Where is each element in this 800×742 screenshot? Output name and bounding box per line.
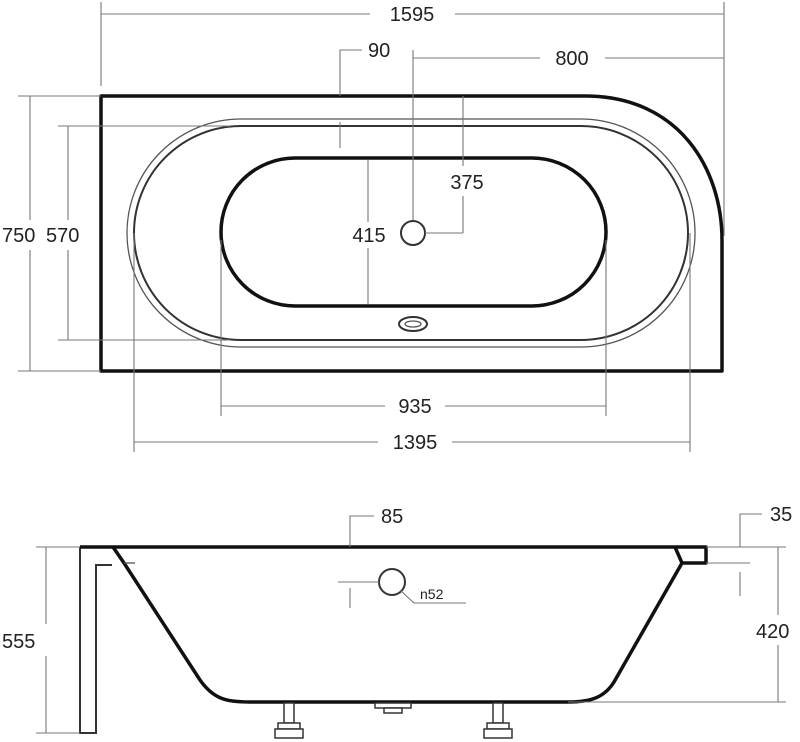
top-dimension-lines: [18, 2, 725, 452]
dim-inner-width: 570: [46, 225, 79, 247]
dim-overall-length: 1595: [390, 4, 435, 26]
dim-drain-offset-y: 375: [450, 172, 483, 194]
side-tub-body: [111, 546, 684, 704]
overflow-slot: [398, 316, 428, 332]
dim-drain-offset-x: 800: [555, 48, 588, 70]
dim-rim-thickness: 35: [770, 504, 792, 526]
top-view: [99, 94, 724, 373]
dim-rim-offset-side: 85: [381, 506, 403, 528]
side-drain-fitting: [374, 702, 412, 714]
dim-bottom-length: 935: [398, 396, 431, 418]
side-apron-panel: [79, 547, 112, 734]
overflow-diameter-label: n52: [420, 586, 444, 602]
side-view: [79, 545, 708, 739]
side-rim: [80, 545, 708, 565]
side-foot-left: [274, 702, 304, 739]
dim-rim-offset-top: 90: [368, 40, 390, 62]
overflow-slot-inner: [404, 320, 422, 328]
side-foot-right: [483, 702, 513, 739]
top-outer-outline: [99, 94, 724, 373]
dim-inner-length: 1395: [393, 432, 438, 454]
dim-inner-depth: 420: [756, 621, 789, 643]
top-rim-outer: [126, 118, 696, 348]
dim-total-height: 555: [2, 631, 35, 653]
drain-hole: [400, 220, 426, 246]
dim-overall-width: 750: [2, 225, 35, 247]
side-dimension-lines: [36, 513, 786, 734]
dim-bottom-width: 415: [352, 225, 385, 247]
